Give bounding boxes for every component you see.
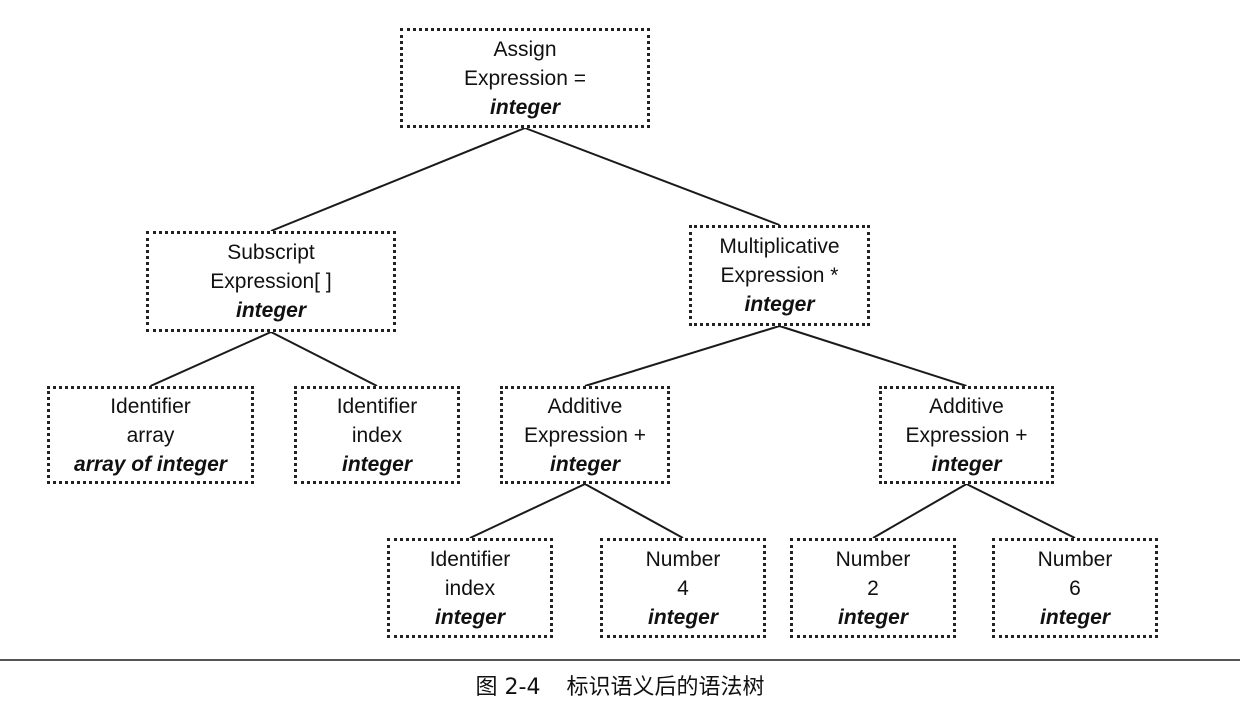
node-label-line: Additive — [547, 394, 623, 418]
node-type: integer — [489, 95, 560, 119]
figure-caption: 图 2-4 标识语义后的语法树 — [0, 674, 1240, 702]
node-label-line: Expression = — [464, 66, 586, 90]
node-label-line: Identifier — [429, 547, 511, 571]
node-label-line: Assign — [493, 37, 557, 61]
edge-assign-to-subscript — [270, 127, 526, 232]
node-label-line: Number — [1037, 547, 1113, 571]
node-label-line: 2 — [867, 576, 879, 600]
edge-subscript-to-identifier_index — [270, 331, 378, 387]
caption-divider — [0, 659, 1240, 661]
node-subscript-expression: Subscript Expression[ ] integer — [146, 231, 396, 332]
node-type: integer — [1039, 605, 1110, 629]
node-additive-expression-right: Additive Expression + integer — [879, 386, 1054, 484]
node-type: integer — [235, 299, 306, 322]
node-label-line: Number — [835, 547, 911, 571]
node-label-line: 6 — [1069, 576, 1081, 600]
edge-multiplicative-to-additive_right — [779, 325, 967, 387]
edge-additive_right-to-number_6 — [966, 483, 1076, 539]
node-label-line: 4 — [677, 576, 689, 600]
node-type: integer — [341, 452, 412, 476]
node-number-4: Number 4 integer — [600, 538, 766, 638]
node-label-line: Subscript — [227, 241, 315, 264]
node-type: integer — [837, 605, 908, 629]
node-label-line: index — [351, 423, 403, 447]
node-label-line: Multiplicative — [719, 235, 840, 258]
node-additive-expression-left: Additive Expression + integer — [500, 386, 670, 484]
node-type: integer — [931, 452, 1002, 476]
node-label-line: Expression + — [905, 423, 1028, 447]
node-identifier-array: Identifier array array of integer — [47, 386, 254, 484]
node-type: array of integer — [74, 452, 227, 476]
node-number-6: Number 6 integer — [992, 538, 1158, 638]
node-label-line: array — [126, 423, 175, 447]
node-identifier-index-2: Identifier index integer — [387, 538, 553, 638]
node-type: integer — [744, 293, 815, 316]
node-label-line: Expression * — [720, 264, 839, 287]
edge-assign-to-multiplicative — [524, 127, 780, 226]
edge-additive_left-to-identifier_index_2 — [469, 483, 586, 539]
node-multiplicative-expression: Multiplicative Expression * integer — [689, 225, 870, 326]
node-label-line: Expression + — [524, 423, 646, 447]
node-type: integer — [647, 605, 718, 629]
node-identifier-index: Identifier index integer — [294, 386, 460, 484]
node-label-line: Additive — [929, 394, 1004, 418]
edge-additive_left-to-number_4 — [584, 483, 684, 539]
edge-subscript-to-identifier_array — [150, 331, 272, 387]
node-label-line: Identifier — [110, 394, 191, 418]
figure-caption-text: 标识语义后的语法树 — [566, 675, 765, 700]
edge-multiplicative-to-additive_left — [584, 325, 780, 387]
node-label-line: Identifier — [336, 394, 418, 418]
node-label-line: index — [444, 576, 496, 600]
node-type: integer — [549, 452, 620, 476]
node-label-line: Number — [645, 547, 721, 571]
node-number-2: Number 2 integer — [790, 538, 956, 638]
figure-number: 图 2-4 — [475, 675, 541, 700]
node-label-line: Expression[ ] — [210, 270, 332, 293]
edge-additive_right-to-number_2 — [872, 483, 968, 539]
node-type: integer — [434, 605, 505, 629]
node-assign-expression: Assign Expression = integer — [400, 28, 650, 128]
